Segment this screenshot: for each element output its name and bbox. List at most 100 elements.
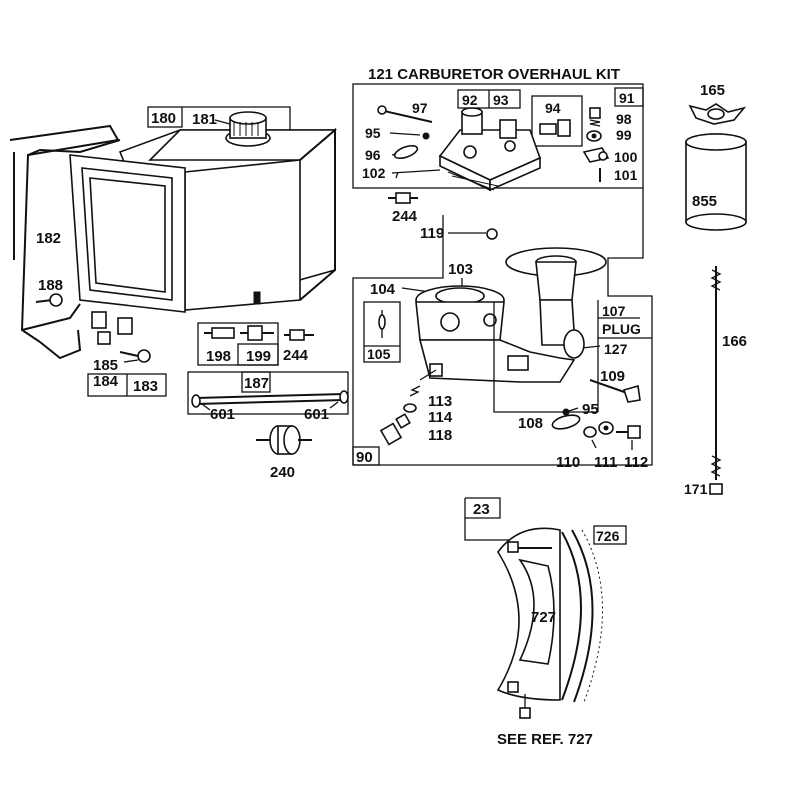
- pin-95-kit: [389, 132, 430, 140]
- throttle-shaft-109: [589, 379, 641, 403]
- label-98: 98: [616, 111, 632, 127]
- carb-upper-body: [438, 107, 542, 192]
- label-171: 171: [684, 481, 708, 497]
- label-94: 94: [545, 100, 561, 116]
- fuel-line-187: [191, 390, 349, 408]
- carburetor-group: 90 107 PLUG 127 104 103 105: [352, 188, 653, 471]
- label-244-lower: 244: [283, 347, 309, 364]
- tank-frame: [69, 154, 186, 313]
- fitting-244-lower: [284, 329, 314, 341]
- kit-outline-90: [352, 215, 444, 465]
- label-113: 113: [428, 393, 452, 410]
- ring-gear-726: [561, 529, 603, 703]
- label-726: 726: [596, 528, 620, 544]
- label-182: 182: [36, 230, 61, 247]
- label-111: 111: [594, 454, 617, 471]
- label-97: 97: [412, 100, 428, 116]
- nut-171: [709, 483, 723, 495]
- label-108: 108: [518, 415, 543, 432]
- screw-112: [616, 425, 641, 439]
- fitting-198: [204, 327, 235, 339]
- screw-119: [448, 228, 498, 240]
- label-185: 185: [93, 357, 118, 374]
- label-90: 90: [356, 449, 373, 466]
- filter-855: [685, 133, 747, 231]
- fitting-199: [240, 325, 274, 341]
- label-855: 855: [692, 193, 717, 210]
- label-102: 102: [362, 165, 386, 181]
- label-727: 727: [531, 609, 556, 626]
- label-105: 105: [367, 346, 391, 362]
- label-99: 99: [616, 127, 632, 143]
- carburetor-body: [415, 285, 585, 383]
- label-104: 104: [370, 281, 396, 298]
- label-198: 198: [206, 348, 231, 365]
- seal-99: [586, 130, 602, 142]
- carburetor-kit-group: 121 CARBURETOR OVERHAUL KIT 92 93 94 91 …: [352, 66, 644, 192]
- label-180: 180: [151, 110, 176, 127]
- wing-nut-165: [688, 103, 747, 125]
- screw-94: [539, 119, 571, 137]
- label-114: 114: [428, 409, 453, 426]
- rod-166: [710, 266, 722, 480]
- label-112: 112: [624, 454, 648, 471]
- intake-funnel: [505, 247, 607, 346]
- label-601-right: 601: [304, 406, 329, 423]
- screw-188: [35, 293, 63, 307]
- label-244-upper: 244: [392, 208, 418, 225]
- right-parts: 165 855 166 171: [684, 82, 747, 497]
- spring-98: [589, 107, 601, 127]
- throttle-plate-108: [551, 414, 581, 430]
- fitting-244-upper: [388, 192, 418, 204]
- seal-111: [598, 421, 614, 435]
- label-119: 119: [420, 225, 444, 242]
- label-181: 181: [192, 111, 217, 128]
- leader-180: [182, 106, 291, 138]
- label-101: 101: [614, 167, 638, 183]
- label-95-kit: 95: [365, 125, 381, 141]
- label-plug: PLUG: [602, 321, 641, 337]
- screw-118: [379, 413, 411, 446]
- label-184: 184: [93, 373, 119, 390]
- label-box-23: [464, 497, 501, 519]
- label-107: 107: [602, 303, 626, 319]
- label-92: 92: [462, 92, 478, 108]
- label-240: 240: [270, 464, 295, 481]
- label-110: 110: [556, 454, 580, 471]
- leader-181: [214, 119, 231, 125]
- kit-title-121: 121 CARBURETOR OVERHAUL KIT: [368, 66, 620, 83]
- needle-105: [378, 310, 386, 338]
- label-see-ref-727: SEE REF. 727: [497, 731, 593, 748]
- label-183: 183: [133, 378, 158, 395]
- kit-box-121: [352, 83, 644, 189]
- label-165: 165: [700, 82, 725, 99]
- screw-see-ref: [519, 694, 531, 719]
- label-93: 93: [493, 92, 509, 108]
- label-100: 100: [614, 149, 638, 165]
- lever-100: [582, 147, 610, 163]
- fuel-tank-group: 180 181: [9, 106, 338, 397]
- label-box-180: [147, 106, 183, 128]
- screw-184: [119, 349, 151, 363]
- label-127: 127: [604, 341, 628, 357]
- spring-113: [409, 385, 421, 397]
- gasket-96: [391, 144, 419, 160]
- label-187: 187: [244, 375, 269, 392]
- label-601-left: 601: [210, 406, 235, 423]
- flywheel-group: 23 726 727 SEE REF. 727: [464, 497, 627, 748]
- label-96: 96: [365, 147, 381, 163]
- label-95-body: 95: [582, 401, 599, 418]
- label-199: 199: [246, 348, 271, 365]
- fuel-line-parts: 198 199 244 187 601 601 240: [187, 192, 498, 481]
- washer-114: [403, 403, 417, 413]
- label-166: 166: [722, 333, 747, 350]
- screw-95: [562, 407, 579, 416]
- label-109: 109: [600, 368, 625, 385]
- nut-185: [97, 331, 111, 345]
- needle-97: [377, 105, 433, 123]
- label-118: 118: [428, 427, 452, 444]
- label-188: 188: [38, 277, 63, 294]
- label-103: 103: [448, 261, 473, 278]
- magneto-727: [496, 527, 561, 701]
